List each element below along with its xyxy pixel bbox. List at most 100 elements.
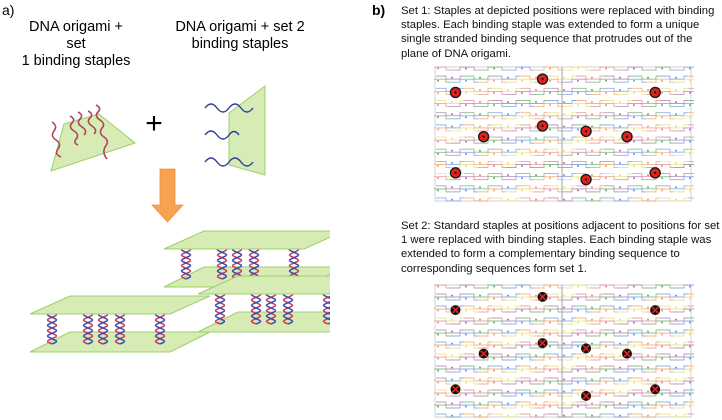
staple-strand: [576, 100, 604, 104]
staple-end: [605, 128, 607, 131]
staple-strand: [562, 66, 590, 71]
staple-strand: [618, 176, 646, 181]
staple-end: [465, 165, 467, 167]
staple-end: [675, 414, 677, 417]
staple-end: [689, 140, 691, 143]
staple-strand: [646, 356, 674, 361]
staple-strand: [492, 136, 520, 141]
staple-strand: [646, 404, 674, 409]
strand-4: [87, 110, 97, 135]
staple-end: [675, 318, 677, 321]
staple-strand: [478, 296, 506, 301]
staple-end: [647, 390, 649, 393]
staple-strand: [506, 127, 534, 132]
staple-end: [591, 161, 593, 164]
staple-strand: [548, 413, 576, 418]
staple-end: [563, 161, 565, 164]
staple-end: [479, 149, 481, 152]
staple-strand: [520, 173, 548, 178]
staple-end: [493, 116, 495, 119]
staple-strand: [434, 164, 450, 168]
staple-end: [465, 381, 467, 384]
staple-end: [521, 116, 523, 119]
staple-strand: [492, 317, 520, 322]
staple-end: [689, 345, 691, 348]
set2-description: Set 2: Standard staples at positions adj…: [401, 219, 721, 276]
staple-end: [549, 152, 551, 155]
staple-strand: [506, 392, 534, 397]
staple-end: [563, 402, 565, 405]
staple-end: [549, 189, 551, 192]
staple-end: [563, 414, 565, 417]
staple-strand: [562, 284, 590, 289]
set1-binding-strands: [51, 104, 109, 160]
set2-line: 1 were replaced with binding staples. Ea…: [401, 234, 712, 247]
staple-end: [605, 116, 607, 119]
staple-end: [521, 67, 523, 70]
cross-mark: [651, 306, 659, 314]
staple-end: [619, 186, 621, 189]
staple-end: [591, 318, 593, 321]
staple-strand: [674, 66, 694, 71]
staple-strand: [436, 100, 464, 104]
down-arrow-icon: [151, 168, 184, 223]
staple-strand: [646, 115, 674, 120]
staple-strand: [562, 151, 590, 156]
staple-end: [577, 381, 579, 384]
staple-strand: [660, 329, 688, 334]
staple-end: [619, 294, 621, 297]
staple-strand: [562, 164, 590, 168]
staple-end: [605, 67, 607, 70]
dna-helix: [265, 291, 277, 325]
staple-end: [591, 342, 593, 345]
staple-strand: [618, 404, 646, 409]
staple-strand: [464, 365, 492, 370]
staple-end: [647, 402, 649, 405]
dna-helix: [46, 311, 58, 345]
staple-strand: [632, 75, 660, 80]
staple-strand: [548, 377, 576, 382]
staple-strand: [534, 176, 562, 181]
staple-end: [479, 306, 481, 309]
binding-site-center: [584, 130, 588, 133]
staple-end: [619, 198, 621, 201]
staple-strand: [492, 305, 520, 310]
binding-site-center: [541, 124, 544, 128]
staple-end: [605, 165, 607, 167]
origami-sheet: [29, 295, 211, 315]
staple-strand: [590, 368, 618, 373]
caption-set2: DNA origami + set 2 binding staples: [170, 19, 310, 53]
staple-end: [647, 113, 649, 116]
staple-strand: [478, 78, 506, 83]
staple-end: [619, 378, 621, 381]
staple-end: [479, 101, 481, 103]
staple-end: [689, 177, 691, 180]
staple-end: [633, 116, 635, 119]
staple-end: [437, 405, 439, 408]
staple-end: [675, 198, 677, 201]
staple-strand: [604, 173, 632, 178]
staple-end: [661, 140, 663, 143]
staple-end: [591, 137, 593, 140]
dna-helix: [250, 291, 262, 325]
staple-strand: [450, 151, 478, 156]
origami-outline: [434, 66, 692, 202]
set2-line: extended to form a complementary binding…: [401, 248, 680, 261]
staple-strand: [534, 115, 562, 120]
staple-strand: [562, 380, 590, 385]
staple-strand: [632, 124, 660, 129]
staple-strand: [520, 136, 548, 141]
staple-strand: [646, 127, 674, 132]
staple-end: [493, 345, 495, 348]
staple-strand: [576, 365, 604, 370]
staple-strand: [450, 115, 478, 120]
dna-helix: [114, 311, 126, 345]
staple-strand: [632, 377, 660, 382]
staple-end: [591, 294, 593, 297]
staple-strand: [450, 380, 478, 385]
staple-strand: [436, 136, 464, 141]
staple-strand: [674, 284, 694, 289]
staple-end: [619, 161, 621, 164]
staple-end: [479, 113, 481, 116]
staple-strand: [646, 392, 674, 397]
